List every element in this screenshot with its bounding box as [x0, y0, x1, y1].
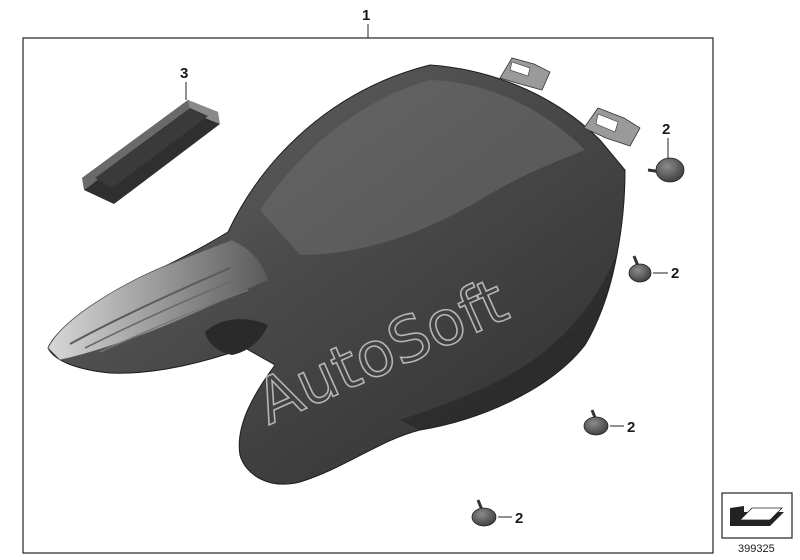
- callout-2d: 2: [515, 510, 523, 527]
- part-cap-2: [628, 255, 652, 283]
- part-pad: [82, 100, 220, 204]
- callout-3: 3: [180, 65, 188, 82]
- callout-1: 1: [362, 7, 370, 24]
- part-seat: [47, 57, 641, 485]
- part-cap-1: [647, 157, 685, 183]
- callout-2c: 2: [627, 419, 635, 436]
- part-cap-4: [471, 499, 497, 527]
- callout-2a: 2: [662, 121, 670, 138]
- reference-number: 399325: [738, 543, 775, 555]
- callout-2b: 2: [671, 265, 679, 282]
- arrow-reference-icon: [721, 492, 793, 539]
- part-cap-3: [583, 409, 609, 436]
